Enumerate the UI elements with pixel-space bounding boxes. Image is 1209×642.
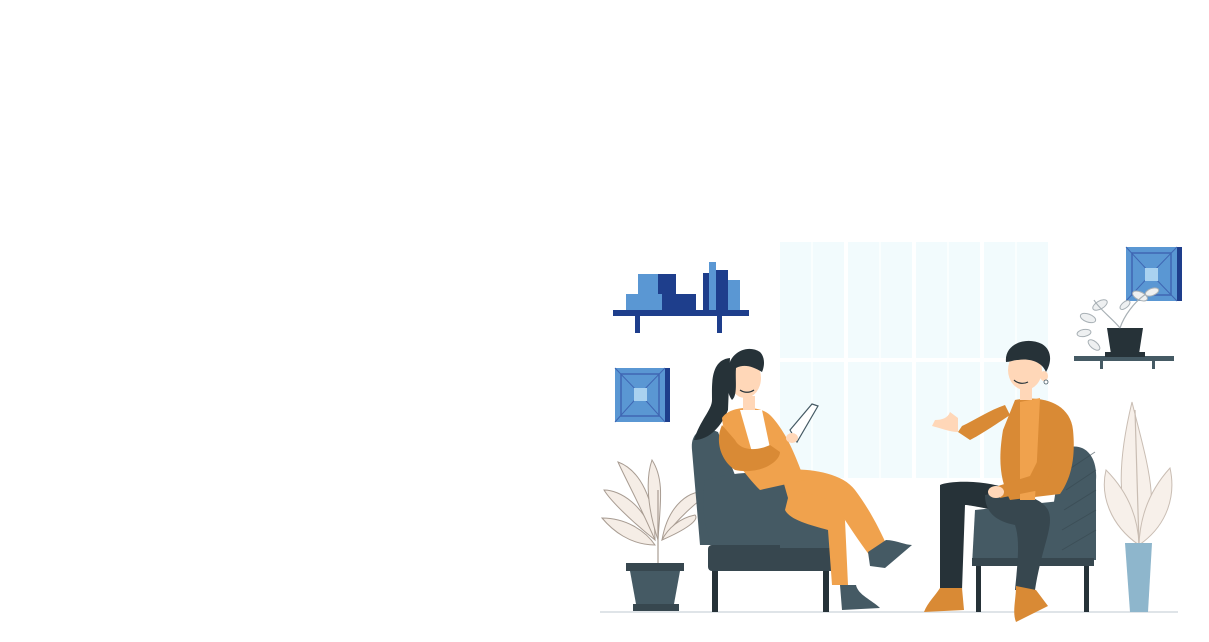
potted-plant-icon [600, 458, 712, 611]
armchair [691, 429, 836, 612]
hanging-plant-icon [1074, 287, 1174, 369]
woman-therapist [694, 348, 912, 610]
potted-plant-icon [1103, 401, 1173, 612]
bookshelf-icon [613, 262, 749, 333]
window [780, 242, 1048, 478]
picture-frame-icon [614, 367, 670, 423]
man-client [924, 340, 1074, 622]
